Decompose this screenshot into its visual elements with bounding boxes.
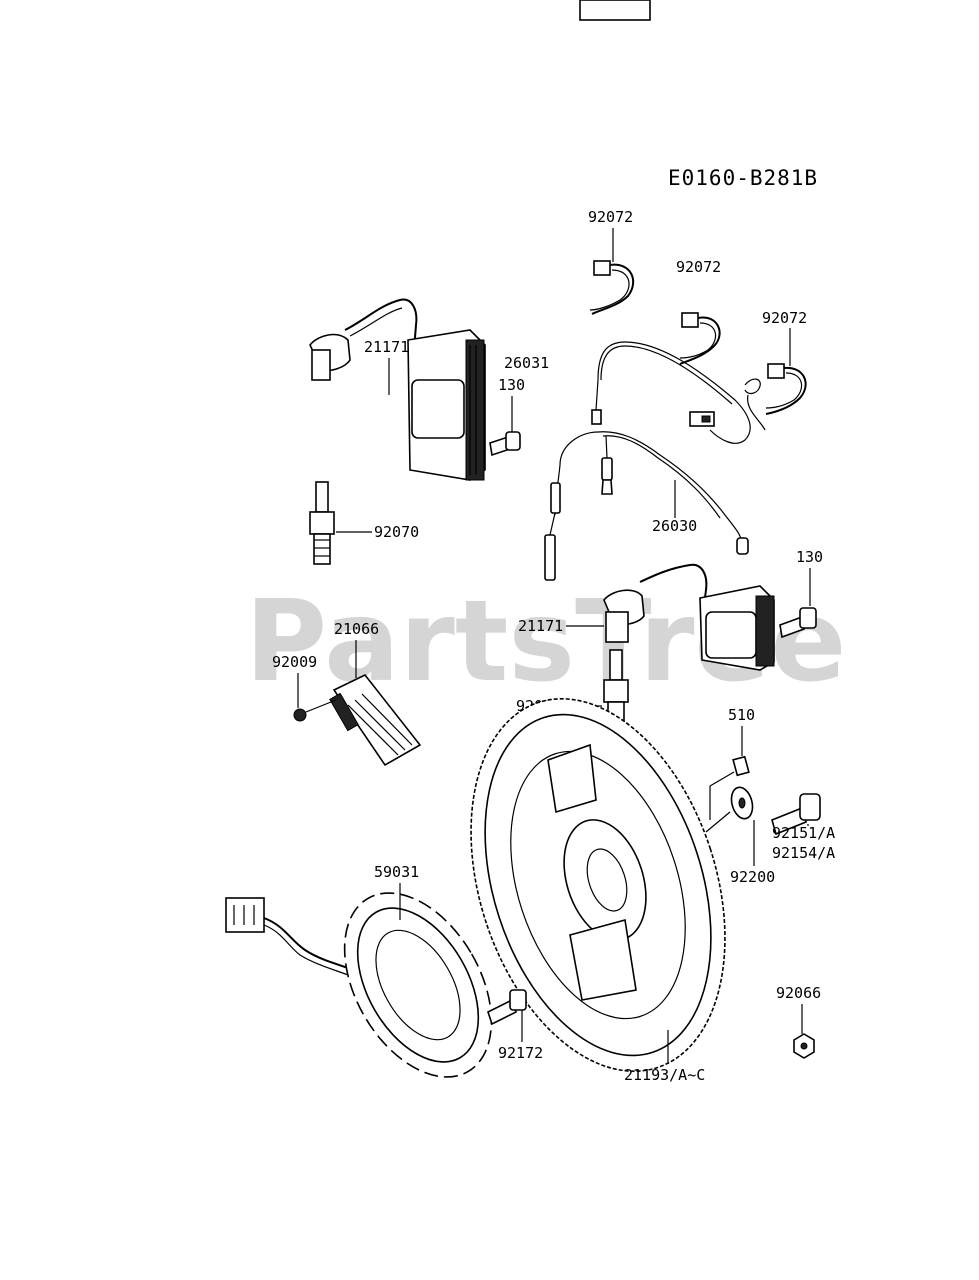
label-21171-b[interactable]: 21171 bbox=[518, 617, 563, 635]
bolt-92172[interactable] bbox=[487, 989, 527, 1026]
nut-92066[interactable] bbox=[793, 1033, 815, 1059]
label-21193[interactable]: 21193/A~C bbox=[624, 1066, 705, 1084]
leader-92009-to-regulator bbox=[305, 699, 337, 713]
label-92070-a[interactable]: 92070 bbox=[374, 523, 419, 541]
flywheel-21193[interactable] bbox=[426, 0, 769, 1104]
label-510[interactable]: 510 bbox=[728, 706, 755, 724]
label-92072-a[interactable]: 92072 bbox=[588, 208, 633, 226]
label-92200[interactable]: 92200 bbox=[730, 868, 775, 886]
label-92172[interactable]: 92172 bbox=[498, 1044, 543, 1062]
label-92151[interactable]: 92151/A bbox=[772, 824, 835, 842]
regulator-21066[interactable] bbox=[329, 673, 422, 767]
diagram-code: E0160-B281B bbox=[668, 166, 818, 190]
label-92154[interactable]: 92154/A bbox=[772, 844, 835, 862]
wire-harness-26031[interactable] bbox=[591, 341, 766, 444]
leader-510-to-key bbox=[709, 771, 735, 787]
screw-92009[interactable] bbox=[293, 708, 307, 722]
ignition-coil-21171-top[interactable] bbox=[309, 298, 486, 481]
leader-92200-to-flywheel bbox=[705, 811, 731, 833]
wire-connector-92072-c[interactable] bbox=[765, 363, 807, 415]
label-92072-b[interactable]: 92072 bbox=[676, 258, 721, 276]
washer-92200[interactable] bbox=[728, 785, 756, 821]
wire-connector-92072-b[interactable] bbox=[679, 312, 721, 365]
wire-connector-92072-a[interactable] bbox=[589, 260, 635, 315]
bolt-92151[interactable] bbox=[771, 793, 821, 836]
label-92066[interactable]: 92066 bbox=[776, 984, 821, 1002]
wire-harness-26030[interactable] bbox=[544, 431, 749, 581]
key-510[interactable] bbox=[732, 755, 750, 777]
spark-plug-92070-top[interactable] bbox=[309, 481, 335, 565]
label-59031[interactable]: 59031 bbox=[374, 863, 419, 881]
ignition-coil-21171-bottom[interactable] bbox=[603, 563, 775, 671]
bolt-130-top[interactable] bbox=[489, 431, 521, 457]
label-21066[interactable]: 21066 bbox=[334, 620, 379, 638]
label-92009[interactable]: 92009 bbox=[272, 653, 317, 671]
label-92072-c[interactable]: 92072 bbox=[762, 309, 807, 327]
bolt-130-bottom[interactable] bbox=[779, 607, 817, 639]
label-130-a[interactable]: 130 bbox=[498, 376, 525, 394]
label-26031[interactable]: 26031 bbox=[504, 354, 549, 372]
label-130-b[interactable]: 130 bbox=[796, 548, 823, 566]
stator-59031[interactable] bbox=[225, 867, 522, 1102]
label-21171-a[interactable]: 21171 bbox=[364, 338, 409, 356]
label-26030[interactable]: 26030 bbox=[652, 517, 697, 535]
